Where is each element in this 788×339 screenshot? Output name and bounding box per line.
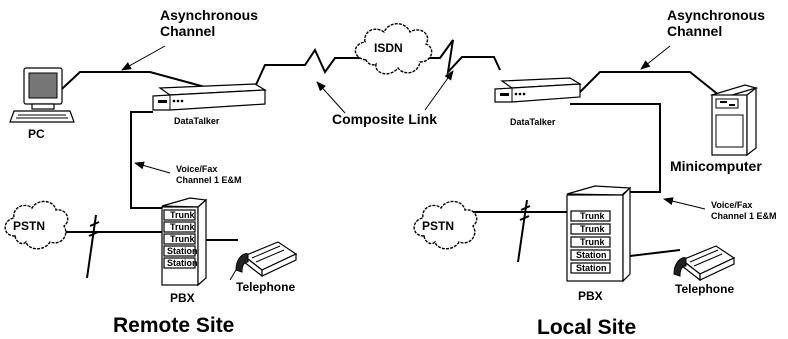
pbx-left-slot-4: Station [167, 246, 198, 256]
datatalker-to-isdn-line-left [254, 47, 360, 88]
voice-fax-left-arrow [134, 161, 171, 174]
telephone-right-icon [673, 245, 736, 282]
pbx-right-slot-5: Station [576, 263, 607, 273]
async-right-label-line1: Asynchronous [667, 7, 765, 23]
pointer-arrows [121, 45, 706, 210]
voice-fax-right-arrow [663, 197, 706, 210]
pbx-left-label: PBX [170, 291, 195, 305]
datatalker-right-label: DataTalker [510, 117, 556, 127]
voice-fax-left-label-line1: Voice/Fax [176, 164, 217, 174]
datatalker-left-device [152, 83, 267, 111]
datatalker-left-label: DataTalker [174, 116, 220, 126]
telephone-left-icon [229, 241, 298, 281]
composite-link-label: Composite Link [332, 111, 437, 127]
isdn-cloud: ISDN [354, 23, 433, 75]
pbx-left-slot-1: Trunk [170, 210, 195, 220]
pstn-right-label: PSTN [422, 219, 454, 233]
composite-arrow-right [424, 70, 454, 111]
right-pstn-cloud: PSTN [413, 200, 478, 250]
local-site-label: Local Site [537, 316, 636, 339]
pbx-left-slot-5: Station [167, 258, 198, 268]
pbx-left-slot-2: Trunk [170, 222, 195, 232]
async-left-label-line2: Channel [160, 23, 215, 39]
left-pole [86, 214, 100, 279]
pbx-left-slot-3: Trunk [170, 234, 195, 244]
pstn-left-label: PSTN [13, 219, 45, 233]
left-pstn-cloud: PSTN [4, 200, 69, 250]
datatalker-to-minicomputer-line [579, 71, 726, 101]
voice-fax-right-label-line2: Channel 1 E&M [711, 211, 777, 221]
pc-label: PC [28, 127, 45, 141]
voice-fax-left-label-line2: Channel 1 E&M [176, 175, 242, 185]
pc-icon [9, 67, 75, 123]
minicomputer-icon [709, 84, 759, 157]
async-left-label-line1: Asynchronous [160, 7, 258, 23]
telephone-right-label: Telephone [675, 282, 734, 296]
pbx-left-slots: Trunk Trunk Trunk Station Station [163, 209, 198, 269]
pbx-right-slot-4: Station [576, 250, 607, 260]
pbx-right-slot-2: Trunk [580, 224, 605, 234]
pbx-right-slot-3: Trunk [580, 237, 605, 247]
telephone-left-label: Telephone [236, 280, 295, 294]
minicomputer-label: Minicomputer [670, 158, 762, 174]
pbx-right-slot-1: Trunk [580, 211, 605, 221]
remote-site-label: Remote Site [113, 314, 234, 337]
voice-fax-right-label-line1: Voice/Fax [711, 200, 752, 210]
right-voice-fax-line [570, 103, 661, 193]
connection-lines [49, 39, 726, 257]
async-right-arrow [640, 45, 671, 70]
async-left-arrow [121, 45, 166, 71]
datatalker-right-device [494, 77, 582, 103]
pbx-right-slots: Trunk Trunk Trunk Station Station [570, 210, 611, 274]
async-right-label-line2: Channel [667, 23, 722, 39]
composite-arrow-left [316, 81, 346, 114]
isdn-label: ISDN [374, 41, 403, 55]
right-phone-line [629, 249, 681, 257]
right-pole [517, 199, 531, 263]
left-voice-fax-line [130, 111, 162, 209]
pbx-right-label: PBX [578, 289, 603, 303]
